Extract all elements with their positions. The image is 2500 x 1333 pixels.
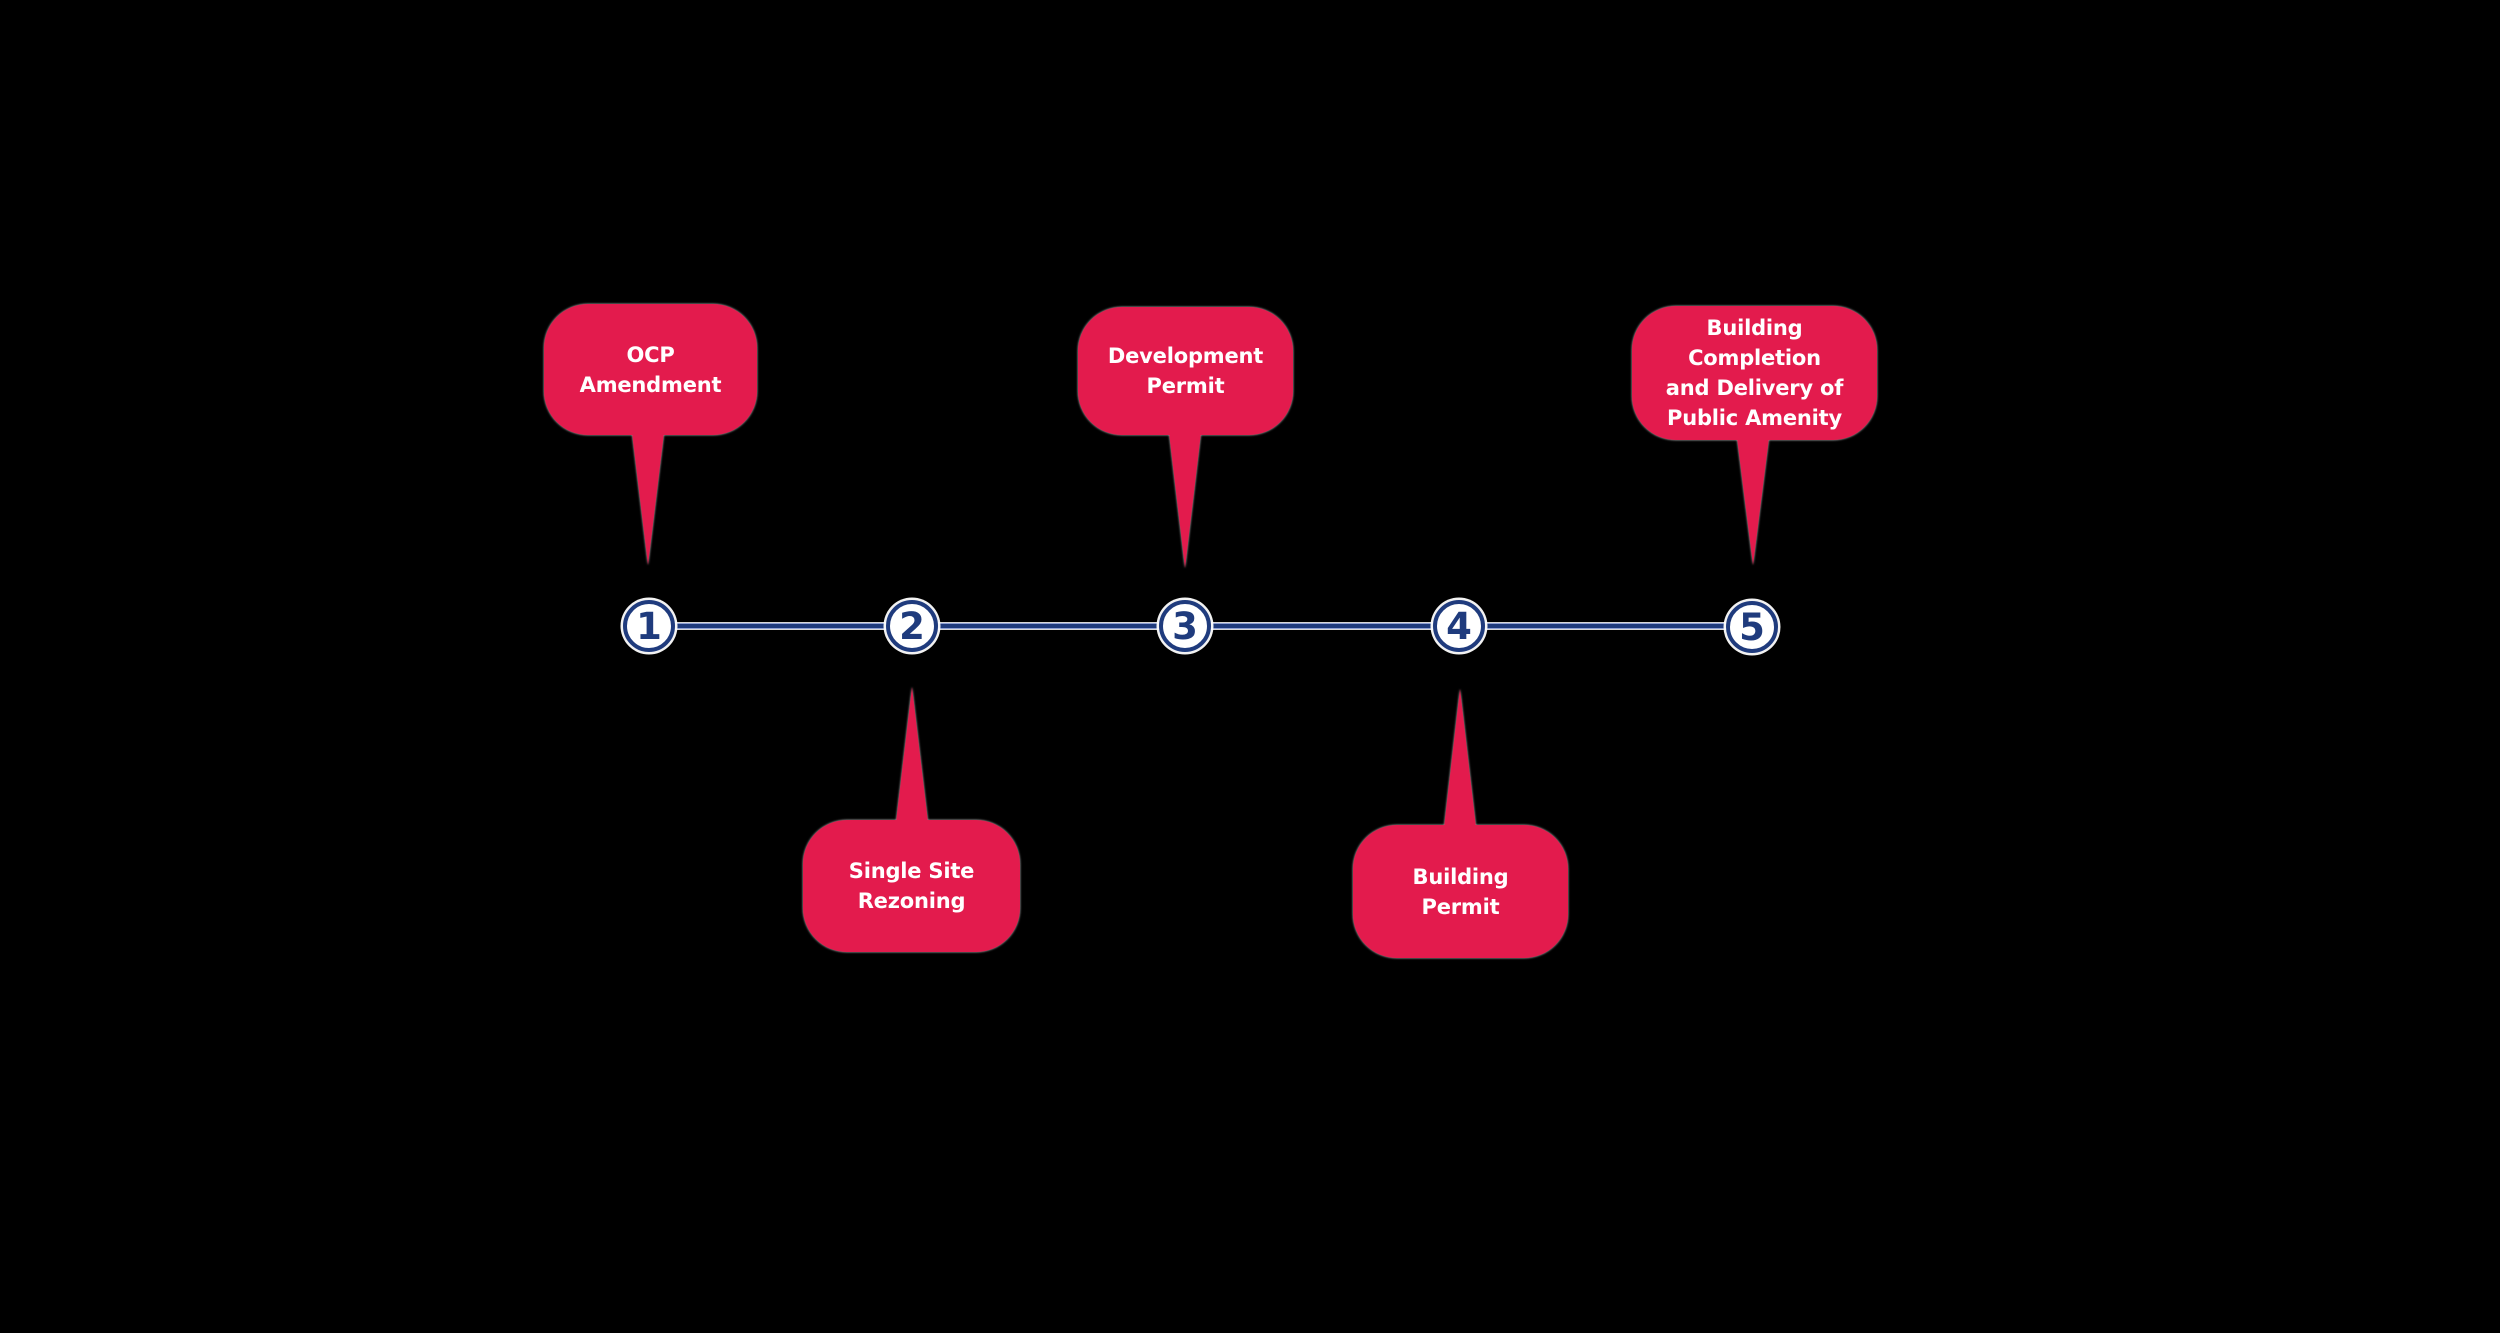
callout-pointer-down-icon bbox=[1737, 439, 1769, 565]
callout-ocp-amendment: OCP Amendment bbox=[544, 304, 757, 565]
callout-bubble: Development Permit bbox=[1078, 307, 1293, 435]
callout-label: Single Site Rezoning bbox=[848, 859, 975, 913]
callout-development-permit: Development Permit bbox=[1078, 307, 1293, 568]
callout-pointer-up-icon bbox=[1444, 689, 1476, 826]
step-marker-3: 3 bbox=[1159, 600, 1211, 652]
callout-bubble: OCP Amendment bbox=[544, 304, 757, 435]
callout-label: OCP Amendment bbox=[579, 342, 722, 397]
callout-label: Development Permit bbox=[1107, 344, 1264, 398]
step-marker-4: 4 bbox=[1433, 600, 1485, 652]
step-number: 3 bbox=[1172, 604, 1198, 648]
callout-pointer-up-icon bbox=[896, 687, 928, 821]
callout-label: Building Permit bbox=[1412, 864, 1509, 919]
step-number: 2 bbox=[899, 604, 925, 648]
step-marker-5: 5 bbox=[1726, 601, 1778, 653]
step-marker-1: 1 bbox=[623, 600, 675, 652]
callout-label: Building Completion and Delivery of Publ… bbox=[1665, 316, 1844, 430]
callout-bubble: Building Completion and Delivery of Publ… bbox=[1632, 306, 1877, 440]
callout-bubble: Single Site Rezoning bbox=[803, 820, 1020, 952]
step-marker-2: 2 bbox=[886, 600, 938, 652]
callout-pointer-down-icon bbox=[632, 434, 664, 565]
step-number: 4 bbox=[1446, 604, 1472, 648]
callout-pointer-down-icon bbox=[1169, 434, 1201, 568]
callout-single-site-rezoning: Single Site Rezoning bbox=[803, 687, 1020, 952]
callout-bubble: Building Permit bbox=[1353, 825, 1568, 958]
callout-building-completion: Building Completion and Delivery of Publ… bbox=[1632, 306, 1877, 565]
step-number: 1 bbox=[636, 604, 662, 648]
step-number: 5 bbox=[1739, 605, 1765, 649]
callout-building-permit: Building Permit bbox=[1353, 689, 1568, 958]
